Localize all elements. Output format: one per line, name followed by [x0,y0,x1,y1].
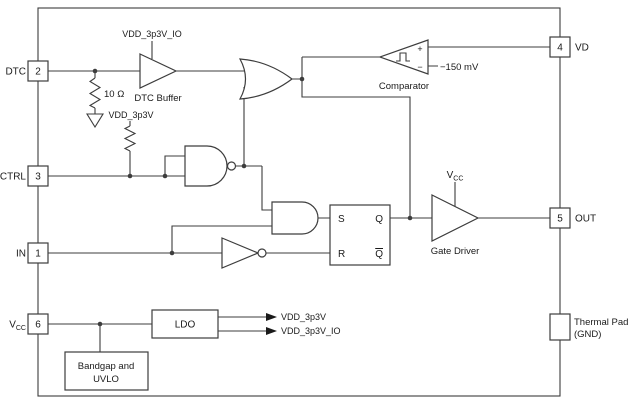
pin-label-vcc: VCC [9,320,26,333]
comparator-plus-sign: + [417,44,422,54]
vdd3p3v-arrow-icon [266,313,277,321]
sr-latch-box [329,204,391,266]
hysteresis-icon [396,52,410,62]
pin-box-out [549,207,571,229]
inverter-bubble [257,248,267,258]
wires [48,41,550,352]
driver-vcc-main: V [447,170,454,181]
junction-dot [127,173,133,179]
pin-label-out: OUT [575,214,596,225]
wire-segments [48,41,550,352]
junction-dot [407,215,413,221]
gate-driver-label: Gate Driver [431,246,480,257]
nand-gate [184,145,228,187]
pin-number-in: 1 [35,249,41,260]
resistor-10ohm [88,77,102,109]
nand-bubble [226,161,237,171]
pin-label-dtc: DTC [5,67,26,78]
junction-dot [162,173,168,179]
pin-box-vd [549,36,571,58]
inverter-triangle [221,237,260,269]
pin-label-ctrl: CTRL [0,172,26,183]
ldo-output2-label: VDD_3p3V_IO [281,326,341,336]
driver-vcc-sub: CC [453,176,463,183]
latch-r-label: R [338,249,345,260]
vcc-label-main: V [9,320,16,331]
bandgap-label-2: UVLO [93,374,119,385]
junction-dot [97,321,103,327]
pin-label-thermal-1: Thermal Pad [574,317,628,328]
vdd3p3vio-supply-label: VDD_3p3V_IO [122,29,182,39]
ic-boundary [37,7,561,397]
junction-dots [92,68,413,327]
pin-boxes [27,36,571,341]
junction-dot [241,163,247,169]
and-gate [271,201,319,235]
pin-box-thermal [549,313,571,341]
pin-box-vcc [27,313,49,335]
pin-box-ctrl [27,165,49,187]
pullup-supply-label: VDD_3p3V [108,110,153,120]
pin-number-out: 5 [557,214,563,225]
pin-box-in [27,242,49,264]
dtc-buffer-triangle [139,53,178,89]
gate-driver-supply-label: VCC [447,170,464,183]
vcc-label-sub: CC [16,325,26,332]
pin-number-vcc: 6 [35,320,41,331]
pin-label-thermal-2: (GND) [574,329,601,340]
ldo-label: LDO [175,320,196,331]
pin-number-vd: 4 [557,43,563,54]
comparator-ref-label: −150 mV [440,62,479,73]
pin-label-vd: VD [575,43,589,54]
ldo-box [151,309,219,339]
comparator-label: Comparator [379,81,429,92]
bandgap-label-1: Bandgap and [78,361,135,372]
latch-s-label: S [338,214,345,225]
labels: DTC CTRL IN VCC 2 3 1 6 4 5 VD OUT Therm… [0,29,628,385]
latch-q-label: Q [375,214,383,225]
ground-symbol [86,113,104,129]
junction-dot [169,250,175,256]
comparator-triangle [378,39,429,75]
gate-driver-triangle [431,194,480,242]
ldo-output1-label: VDD_3p3V [281,312,326,322]
pullup-resistor [123,125,137,152]
components [64,39,480,391]
pin-number-dtc: 2 [35,67,41,78]
latch-qbar-label: Q [375,249,383,260]
bandgap-box [64,351,149,391]
pin-box-dtc [27,60,49,82]
vdd3p3vio-arrow-icon [266,327,277,335]
or-gate [238,58,294,100]
pin-label-in: IN [16,249,26,260]
pin-number-ctrl: 3 [35,172,41,183]
junction-dot [92,68,98,74]
junction-dot [299,76,305,82]
comparator-minus-sign: − [417,62,422,72]
dtc-buffer-label: DTC Buffer [134,93,181,104]
resistor-value-label: 10 Ω [104,89,124,100]
